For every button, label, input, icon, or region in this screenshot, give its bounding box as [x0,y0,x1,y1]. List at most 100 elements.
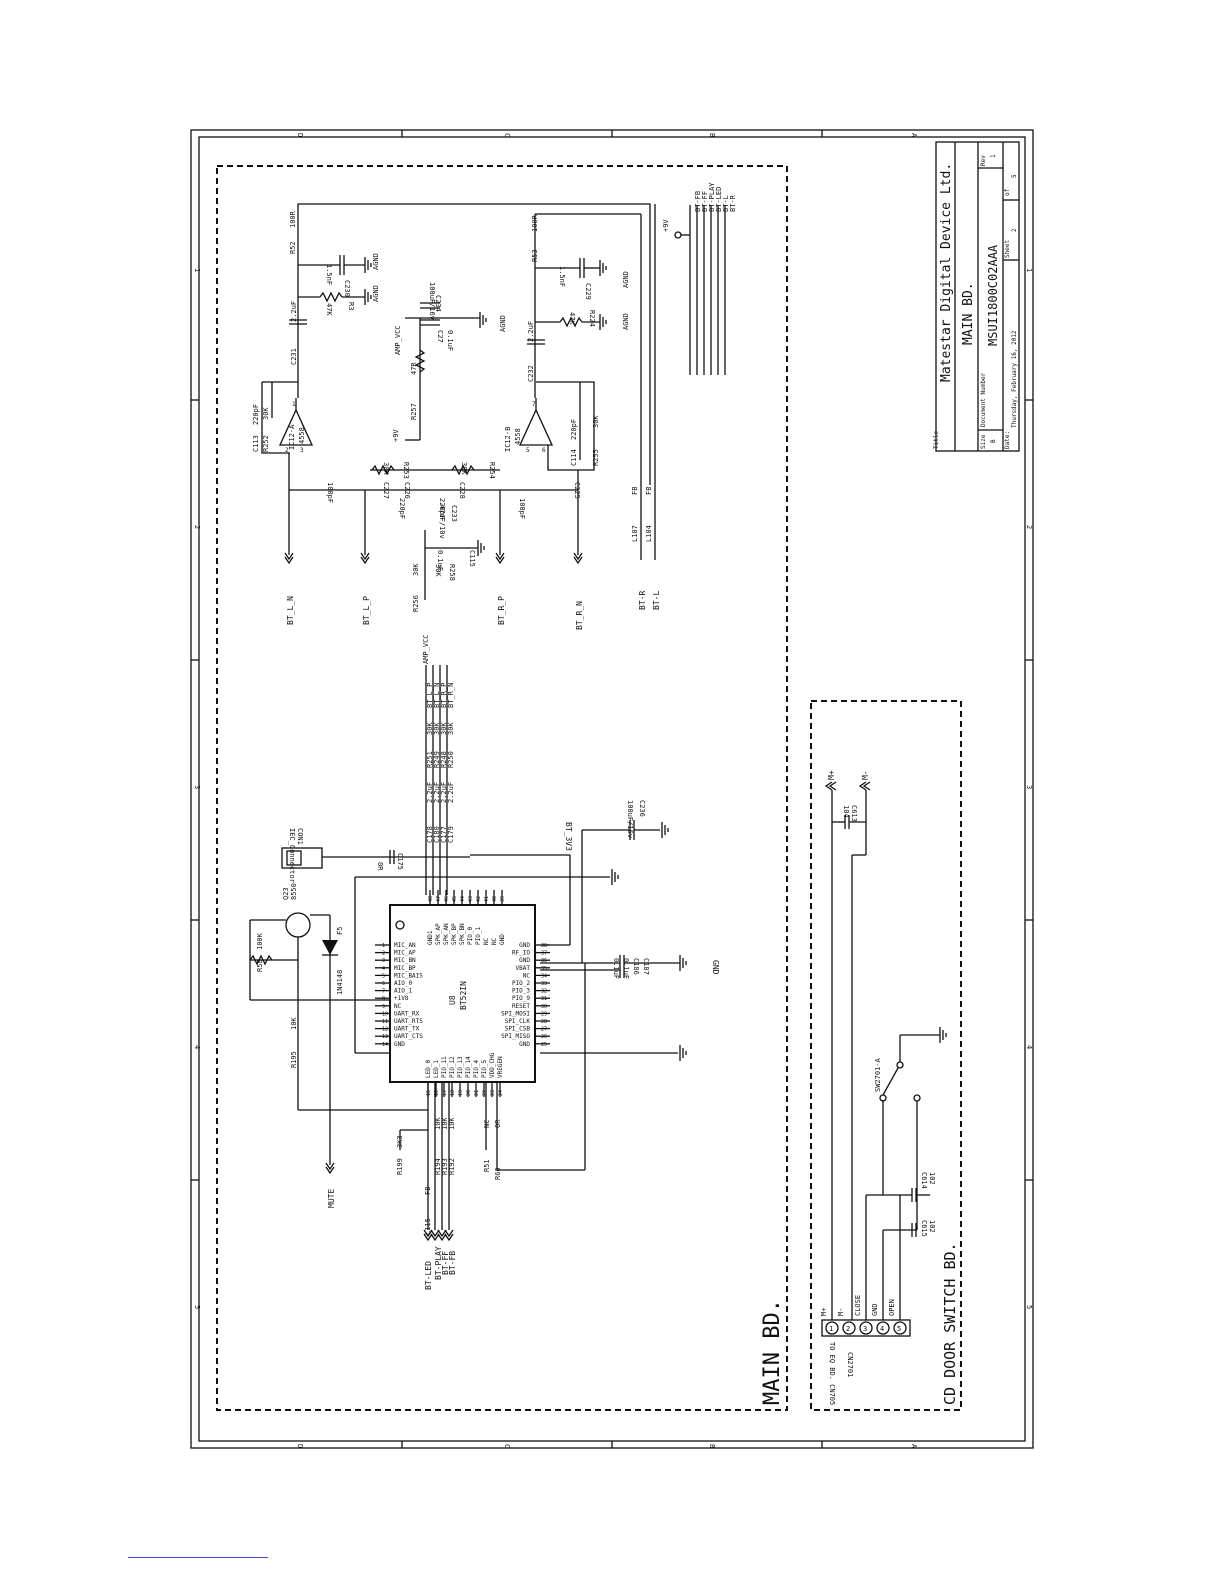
pin-21-num: 21 [474,1090,480,1096]
agnd-label-1: AGND [372,253,380,270]
u8-part: BT52IN [459,981,468,1010]
opamp-a-symbol [278,408,314,446]
r3-ref: R3 [347,302,355,310]
r195-val: 10K [290,1017,298,1030]
zone-2-right: 2 [1025,525,1033,529]
pin-28-num: 28 [541,1019,547,1025]
zone-4-left: 4 [193,1045,201,1049]
net-mute: MUTE [327,1189,336,1208]
agnd-label-3: AGND [499,315,507,332]
r250-val: 30K [447,722,455,735]
r224-val: 47K [568,312,576,325]
c113-val: 220pF [252,404,260,425]
pin-32-num: 32 [541,989,547,995]
main-board-label: MAIN BD. [760,1299,785,1405]
r255-ref: R255 [592,449,600,466]
r251-val: 30K [426,722,434,735]
pin-43-num: 43 [468,896,474,902]
main-board-outline [216,165,788,1411]
cn-name-m-minus: M- [837,1308,845,1316]
zone-c-bottom: C [503,1444,511,1448]
cn2701-body [821,1319,911,1337]
diode-f5 [322,940,338,955]
pin-22-name: PIO_5 [481,1060,488,1078]
pin-41-num: 41 [484,896,490,902]
rev-value: 1 [990,154,997,158]
net-bt-led: BT-LED [424,1261,433,1290]
cn-dest: TO EQ BD. CN705 [828,1342,836,1405]
q23-ref: Q23 [282,887,290,900]
size-label: Size [980,434,987,449]
c180-ref: C180 [433,826,441,843]
pin-2-num: 2 [382,951,385,957]
l104-ref: L104 [645,525,653,542]
pin-10-num: 10 [382,1011,388,1017]
c615-val: 102 [928,1220,936,1233]
net-bt-r: BT-R [638,591,647,610]
r52-ref: R52 [289,241,297,254]
c186-ref: C186 [632,958,640,975]
c175-val: 0R [376,862,384,871]
r193-val: 10K [441,1117,449,1130]
pin-6-name: AIO_0 [394,980,412,987]
amp-vcc-label-1: AMP_VCC [394,325,402,355]
c229-val: 1.5nF [558,266,566,287]
pin-45-num: 45 [452,896,458,902]
r51-ref: R51 [483,1159,491,1172]
r58-val: 100K [256,932,264,950]
pin-13-num: 13 [382,1034,388,1040]
pin-27-num: 27 [541,1027,547,1033]
opamp-b-symbol [518,408,554,446]
c228-ref: C228 [458,482,466,499]
pin-4-num: 4 [382,966,385,972]
pin-19-num: 19 [458,1090,464,1096]
cn-name-close: CLOSE [854,1295,862,1316]
net-bt-l-p: BT_L_P [362,596,371,625]
pin-28-name: SPI_CLK [505,1018,531,1025]
ic12a-part: 4558 [298,427,306,444]
pin-21-name: PIO_4 [473,1060,480,1078]
net-gnd: GND [711,960,720,975]
sheet-label: Sheet [1004,240,1011,258]
c231-val: 2.2uF [290,301,298,322]
c27-val: 0.1uF [446,330,454,351]
pin-48-num: 48 [428,896,434,902]
q23-val: 8550 [290,883,298,900]
of-value: 5 [1011,174,1018,178]
r58-ref: R58 [256,959,264,972]
r193-ref: R193 [441,1158,449,1175]
r252-val: 30K [262,407,270,420]
date-label: Date: [1004,431,1011,449]
pin-43-name: PIO_0 [467,927,474,945]
pin-19-name: PIO_13 [457,1056,464,1078]
size-value: B [990,439,997,443]
pin-16-name: LED_1 [433,1060,440,1078]
zone-1-right: 1 [1025,268,1033,272]
c232-val: 2.2uF [527,321,535,342]
pin-26-num: 26 [541,1034,547,1040]
zone-5-left: 5 [193,1305,201,1309]
pin-32-name: PIO_3 [512,988,530,995]
switch-ref: SW2701-A [874,1057,882,1092]
pin-26-name: SPI_MISO [501,1033,530,1040]
zone-a-bottom: A [910,1444,918,1449]
amp-vcc-label-2: AMP_VCC [422,634,430,664]
l104-val: FB [645,487,653,495]
pin-7-name: AIO_1 [394,988,412,995]
cn-ref: CN2701 [846,1352,854,1377]
c615-ref: C615 [920,1220,928,1237]
c227-pos: C227 [382,482,390,499]
c187-val: 0.1uF [612,958,620,979]
net-bt-r-n: BT_R_N [575,601,584,630]
date-value: Thursday, February 16, 2012 [1011,330,1018,428]
c225-ref: C225 [573,482,581,499]
r60-val: 0R [494,1119,502,1128]
title-label: Title [933,431,940,449]
pin-25-name: GND [519,1041,530,1048]
ic12a-ref: IC12-A [288,424,296,450]
pin-37-num: 37 [541,951,547,957]
c179-ref: C179 [447,826,455,843]
c230-ref: C230 [343,280,351,297]
pin-39-name: GND [499,934,506,945]
r250-ref: R250 [447,751,455,768]
